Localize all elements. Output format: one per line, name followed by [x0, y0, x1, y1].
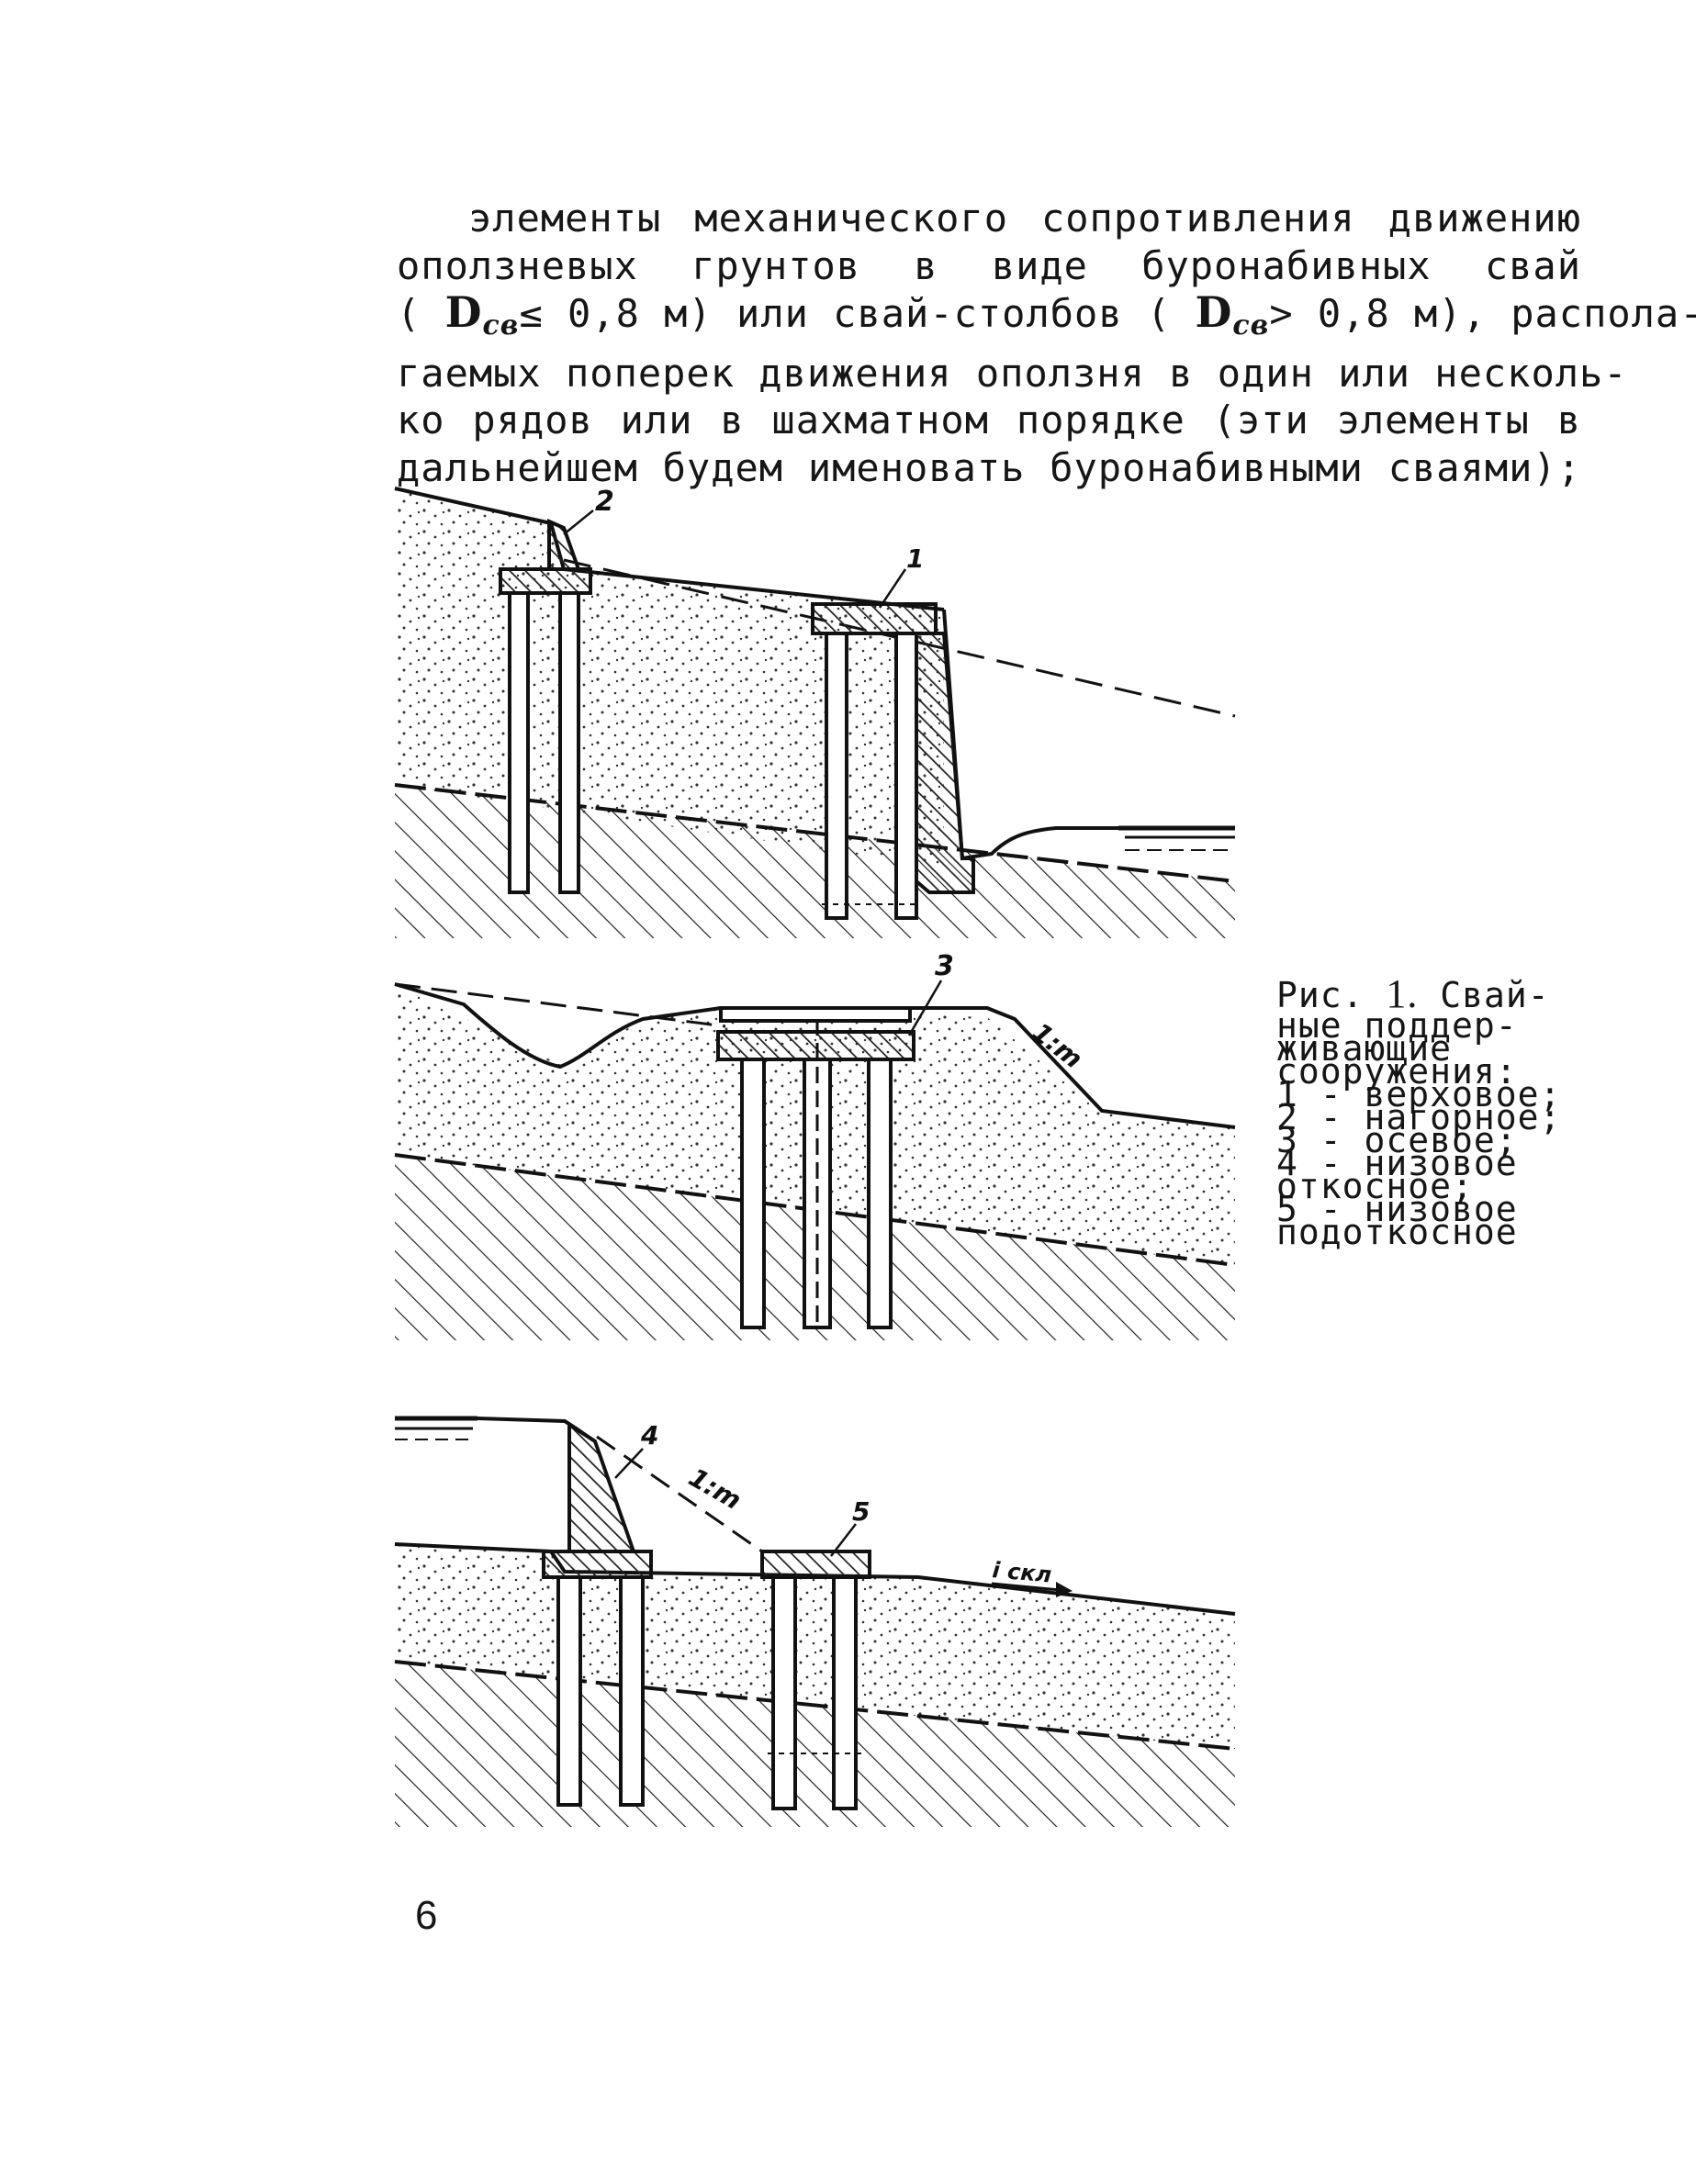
figure-caption: Рис. 1. Свай- ные поддер- живающие соору… [1276, 974, 1562, 1252]
diameter-symbol: D [444, 287, 483, 337]
pile-cap-1 [811, 602, 938, 635]
caption-line-3: живающие [1276, 1028, 1453, 1069]
caption-number: 1. [1386, 971, 1419, 1016]
pile-3c [867, 1058, 893, 1329]
slip-surface-1 [394, 783, 1236, 883]
pile-5a [771, 1575, 797, 1810]
caption-line-4: сооружения: [1276, 1051, 1518, 1092]
pile-4a [556, 1575, 582, 1807]
pile-cap-2 [499, 567, 592, 595]
label-5: 5 [852, 1496, 870, 1527]
slope-face-1 [942, 609, 1118, 861]
retaining-wedge-2 [547, 518, 581, 571]
text-line-5: ко рядов или в шахматном порядке (эти эл… [397, 398, 1581, 442]
structure-3-axial [716, 1006, 915, 1329]
caption-item-5b: подоткосное [1276, 1212, 1518, 1252]
caption-title: Рис. 1. Свай- [1276, 974, 1552, 1015]
diameter-subscript-2: св [1232, 309, 1270, 342]
pile-2a [508, 591, 530, 894]
slope-direction-arrow: i скл [991, 1557, 1073, 1597]
text-line-1: элементы механического сопротивления дви… [468, 196, 1581, 241]
structure-4-downslope-slope [542, 1421, 653, 1807]
text-line-3-part3: > 0,8 м), распола- [1269, 291, 1696, 336]
intro-paragraph: элементы механического сопротивления дви… [397, 195, 1696, 491]
landslide-soil-3 [395, 1544, 1235, 1749]
pile-2b [558, 591, 580, 894]
label-3: 3 [935, 950, 954, 982]
retaining-wall-1 [915, 632, 975, 894]
pile-cap-4 [542, 1550, 653, 1579]
caption-line-2: ные поддер- [1276, 1005, 1518, 1046]
caption-item-1: 1 - верховое; [1276, 1074, 1562, 1114]
panel-3-downslope: 4 5 1:m i скл [394, 1416, 1236, 1827]
water-level-1 [1118, 825, 1235, 851]
caption-item-2: 2 - нагорное; [1276, 1097, 1562, 1137]
label-1: 1 [906, 543, 924, 574]
caption-item-4: 4 - низовое [1276, 1143, 1518, 1183]
text-line-6: дальнейшем будем именовать буронабивными… [397, 444, 1581, 490]
paren-open: ( [397, 291, 421, 336]
structure-2-upslope [499, 518, 592, 894]
slope-label-3: 1:m [684, 1462, 747, 1516]
text-line-4: гаемых поперек движения оползня в один и… [397, 350, 1628, 396]
caption-line-1: Свай- [1440, 975, 1550, 1015]
structure-5-downslope-toe [760, 1550, 871, 1810]
pile-3a [740, 1058, 766, 1329]
diameter-symbol-2: D [1195, 287, 1233, 337]
original-surface-2 [394, 982, 726, 1028]
label-2: 2 [595, 486, 614, 518]
text-line-3: ( Dсв≤ 0,8 м) или свай-столбов ( Dсв> 0,… [397, 287, 1696, 350]
caption-item-3: 3 - осевое; [1276, 1120, 1518, 1160]
diameter-subscript: св [482, 309, 520, 342]
pavement-3 [719, 1006, 912, 1023]
pile-cap-5 [760, 1550, 871, 1579]
label-4: 4 [640, 1420, 658, 1450]
caption-prefix: Рис. [1276, 975, 1365, 1015]
slip-surface-3 [394, 1660, 1236, 1751]
text-line-2: оползневых грунтов в виде буронабивных с… [397, 242, 1581, 288]
panel-1-upslope-and-upper: 2 1 [394, 486, 1236, 938]
bedrock-hatch-1 [395, 785, 1235, 938]
structure-1-upper [811, 602, 975, 920]
caption-item-4b: откосное; [1276, 1166, 1474, 1206]
pile-4b [619, 1575, 645, 1807]
text-line-3-part2: ≤ 0,8 м) или свай-столбов ( [519, 291, 1172, 336]
panel-2-axial: 3 1:m [394, 950, 1236, 1340]
pile-5b [832, 1575, 858, 1810]
pile-1b [894, 632, 918, 920]
retaining-wall-4 [567, 1421, 636, 1553]
pile-1a [825, 632, 848, 920]
caption-item-5: 5 - низовое [1276, 1189, 1518, 1229]
slope-direction-label: i скл [991, 1557, 1052, 1588]
page-number: 6 [415, 1893, 438, 1938]
projected-slope-3 [596, 1435, 763, 1553]
water-level-3 [395, 1416, 477, 1440]
bedrock-hatch-3 [395, 1662, 1235, 1827]
ground-surface-2 [394, 982, 1236, 1129]
